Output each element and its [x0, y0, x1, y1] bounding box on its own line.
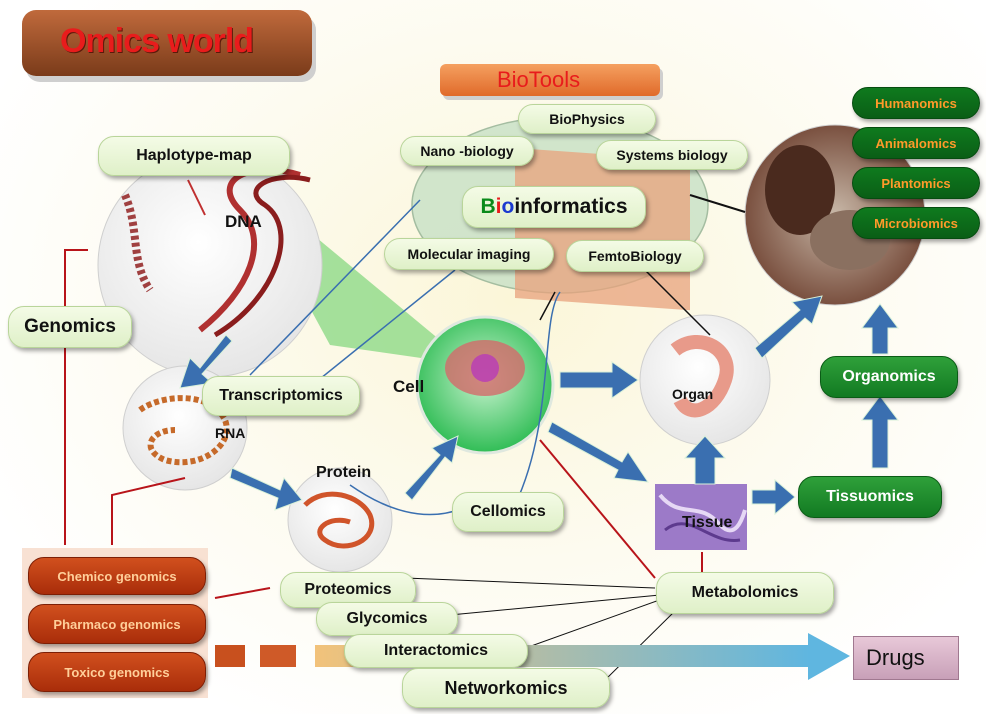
- biotools-title: BioTools: [497, 67, 581, 92]
- pharmaco-genomics-label: Pharmaco genomics: [28, 604, 206, 644]
- microbiomics-label: Microbiomics: [852, 207, 980, 239]
- biotools-banner: [440, 64, 660, 96]
- cellomics-label: Cellomics: [452, 492, 564, 532]
- systems-biology-label: Systems biology: [596, 140, 748, 170]
- femtobiology-label: FemtoBiology: [566, 240, 704, 272]
- tissuomics-label: Tissuomics: [798, 476, 942, 518]
- cell-label: Cell: [393, 377, 425, 396]
- dna-bubble: [97, 152, 323, 378]
- molecular-imaging-label: Molecular imaging: [384, 238, 554, 270]
- bioinformatics-rest: informatics: [514, 195, 628, 218]
- animalomics-label: Animalomics: [852, 127, 980, 159]
- title-banner: [22, 10, 312, 76]
- chemico-genomics-label: Chemico genomics: [28, 557, 206, 595]
- bioinformatics-o: o: [501, 195, 515, 218]
- glycomics-label: Glycomics: [316, 602, 458, 636]
- bioinformatics-i: i: [495, 195, 502, 218]
- biophysics-label: BioPhysics: [518, 104, 656, 134]
- dna-label: DNA: [225, 212, 262, 231]
- interactomics-label: Interactomics: [344, 634, 528, 668]
- rna-label: RNA: [215, 425, 246, 441]
- plantomics-label: Plantomics: [852, 167, 980, 199]
- organ-bubble: [639, 314, 771, 446]
- nanobiology-label: Nano -biology: [400, 136, 534, 166]
- toxico-genomics-label: Toxico genomics: [28, 652, 206, 692]
- page-title: Omics world: [60, 22, 254, 60]
- tissue-label: Tissue: [682, 514, 733, 531]
- flow-arrows: [179, 295, 899, 516]
- organ-label: Organ: [672, 386, 714, 402]
- drugs-label: Drugs: [866, 645, 925, 670]
- transcriptomics-label: Transcriptomics: [202, 376, 360, 416]
- bioinformatics-b: B: [480, 195, 496, 218]
- genomics-label: Genomics: [8, 306, 132, 348]
- drugs-box: [853, 636, 959, 680]
- dna-sequence-block: [515, 148, 690, 311]
- humanomics-label: Humanomics: [852, 87, 980, 119]
- protein-label: Protein: [316, 464, 372, 481]
- networkomics-label: Networkomics: [402, 668, 610, 708]
- metabolomics-label: Metabolomics: [656, 572, 834, 614]
- organomics-label: Organomics: [820, 356, 958, 398]
- haplotype-map-label: Haplotype-map: [98, 136, 290, 176]
